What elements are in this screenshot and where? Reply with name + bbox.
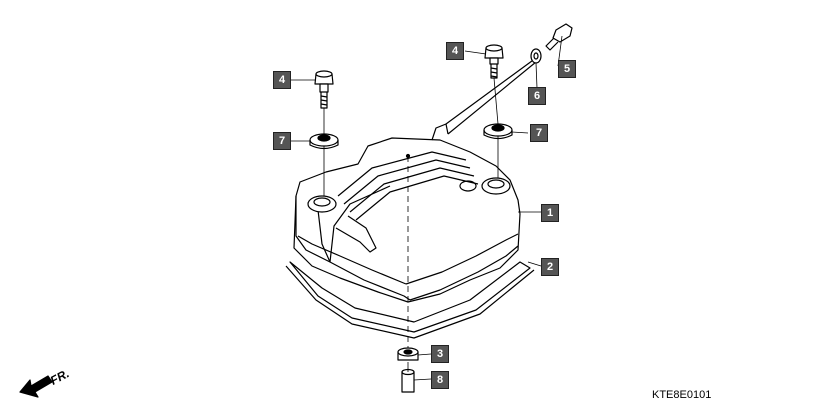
bolt-left — [314, 70, 334, 109]
center-lines — [323, 77, 499, 372]
callout-5: 5 — [558, 60, 576, 78]
callout-7-left: 7 — [273, 132, 291, 150]
dowel-pin — [401, 368, 415, 393]
callout-1: 1 — [541, 204, 559, 222]
cylinder-head-cover — [293, 57, 537, 303]
callout-6: 6 — [528, 87, 546, 105]
nut — [397, 347, 419, 361]
callout-7-right: 7 — [530, 124, 548, 142]
front-arrow-icon — [19, 375, 53, 398]
callout-4-right: 4 — [446, 42, 464, 60]
callout-2: 2 — [541, 258, 559, 276]
diagram-code: KTE8E0101 — [652, 389, 712, 401]
callout-3: 3 — [431, 345, 449, 363]
bolt-right — [484, 44, 504, 79]
callout-4-left: 4 — [273, 71, 291, 89]
sealing-washer — [530, 48, 542, 64]
cover-gasket — [285, 261, 535, 339]
callout-8: 8 — [431, 371, 449, 389]
breather-bolt — [545, 23, 573, 51]
